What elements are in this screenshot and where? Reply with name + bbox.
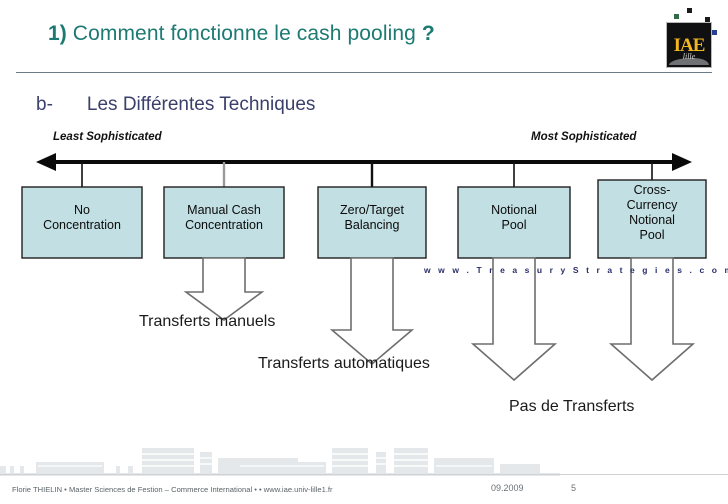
logo-plate: IAE lille	[666, 22, 712, 68]
logo-wordmark: IAE	[673, 35, 706, 56]
scale-label-most-sophisticated: Most Sophisticated	[531, 131, 637, 143]
technique-label-notional-pool: Notional Pool	[491, 203, 537, 232]
subtitle-bullet-label: b-	[36, 94, 53, 115]
technique-label-no-concentration: No Concentration	[43, 203, 121, 232]
logo-square-green	[674, 14, 679, 19]
flow-caption-pas-de-transferts: Pas de Transferts	[509, 398, 635, 415]
flow-arrow-pas-de-transferts-cross-currency	[608, 257, 696, 382]
logo-square-black2	[705, 17, 710, 22]
title-number: 1)	[48, 22, 67, 45]
technique-box-notional-pool	[457, 186, 571, 259]
subtitle-text: Les Différentes Techniques	[86, 94, 316, 115]
title-question-mark: ?	[421, 22, 435, 45]
footer-page-number: 5	[571, 483, 577, 493]
title-divider	[16, 72, 712, 73]
flow-arrow-pas-de-transferts-notional	[470, 257, 558, 382]
section-subtitle: b- Les Différentes Techniques	[36, 94, 315, 116]
cash-pooling-diagram	[21, 153, 707, 382]
footer-author-line: Florie THIELIN • Master Sciences de Fest…	[12, 485, 333, 494]
logo-square-black1	[687, 8, 692, 13]
technique-box-zero-target-balancing	[317, 186, 427, 259]
logo-wave-shape	[669, 58, 709, 65]
technique-box-manual-cash-concentration	[163, 186, 285, 259]
page-title: 1) Comment fonctionne le cash pooling ?	[48, 22, 435, 46]
technique-box-no-concentration	[21, 186, 143, 259]
treasury-strategies-watermark: w w w . T r e a s u r y S t r a t e g i …	[424, 265, 728, 275]
flow-arrow-transferts-automatiques	[329, 257, 415, 366]
footer-date: 09.2009	[491, 483, 524, 493]
logo-subtext: lille	[682, 52, 696, 61]
technique-boxes	[21, 179, 707, 259]
flow-arrow-transferts-manuels	[183, 257, 265, 321]
technique-label-manual-cash-concentration: Manual Cash Concentration	[185, 203, 263, 232]
title-text: Comment fonctionne le cash pooling	[66, 22, 422, 45]
footer-divider	[0, 474, 728, 475]
technique-label-zero-target-balancing: Zero/Target Balancing	[340, 203, 404, 232]
skyline-decoration	[0, 448, 560, 476]
technique-label-cross-currency-notional-pool: Cross- Currency Notional Pool	[626, 183, 678, 242]
logo-square-blue	[712, 30, 717, 35]
flow-caption-transferts-manuels: Transferts manuels	[139, 313, 276, 330]
sophistication-axis-arrow	[36, 153, 692, 171]
flow-caption-transferts-automatiques: Transferts automatiques	[258, 355, 430, 372]
iae-logo: IAE lille	[660, 6, 720, 68]
axis-connectors	[81, 162, 653, 187]
scale-label-least-sophisticated: Least Sophisticated	[53, 131, 162, 143]
